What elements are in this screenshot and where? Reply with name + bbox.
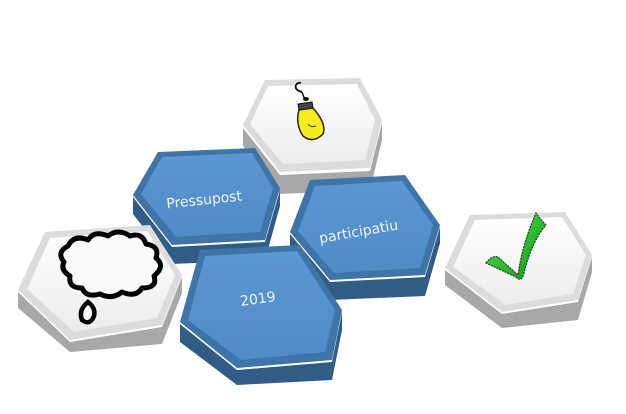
- tile-label: 2019: [239, 289, 277, 310]
- tile-thought: [18, 225, 182, 352]
- tile-top: [188, 251, 335, 360]
- tile-top: [298, 181, 433, 273]
- tile-year: 2019: [180, 245, 342, 385]
- tile-lightbulb: [243, 78, 382, 194]
- tile-top: [141, 153, 273, 237]
- checkmark-icon: [485, 211, 547, 280]
- tile-side: [445, 257, 592, 328]
- tile-top: [453, 217, 586, 305]
- thought-bubble-icon: [58, 229, 163, 325]
- tile-check: [445, 211, 592, 328]
- tile-side: [290, 227, 440, 300]
- tile-pressupost: Pressupost: [133, 148, 280, 264]
- tile-side: [133, 190, 280, 264]
- tile-side: [18, 277, 182, 352]
- tile-label: Pressupost: [166, 188, 244, 212]
- tile-side: [180, 312, 342, 385]
- tile-participatiu: participatiu: [290, 175, 440, 300]
- lightbulb-icon: [294, 81, 325, 141]
- tile-side: [243, 123, 382, 194]
